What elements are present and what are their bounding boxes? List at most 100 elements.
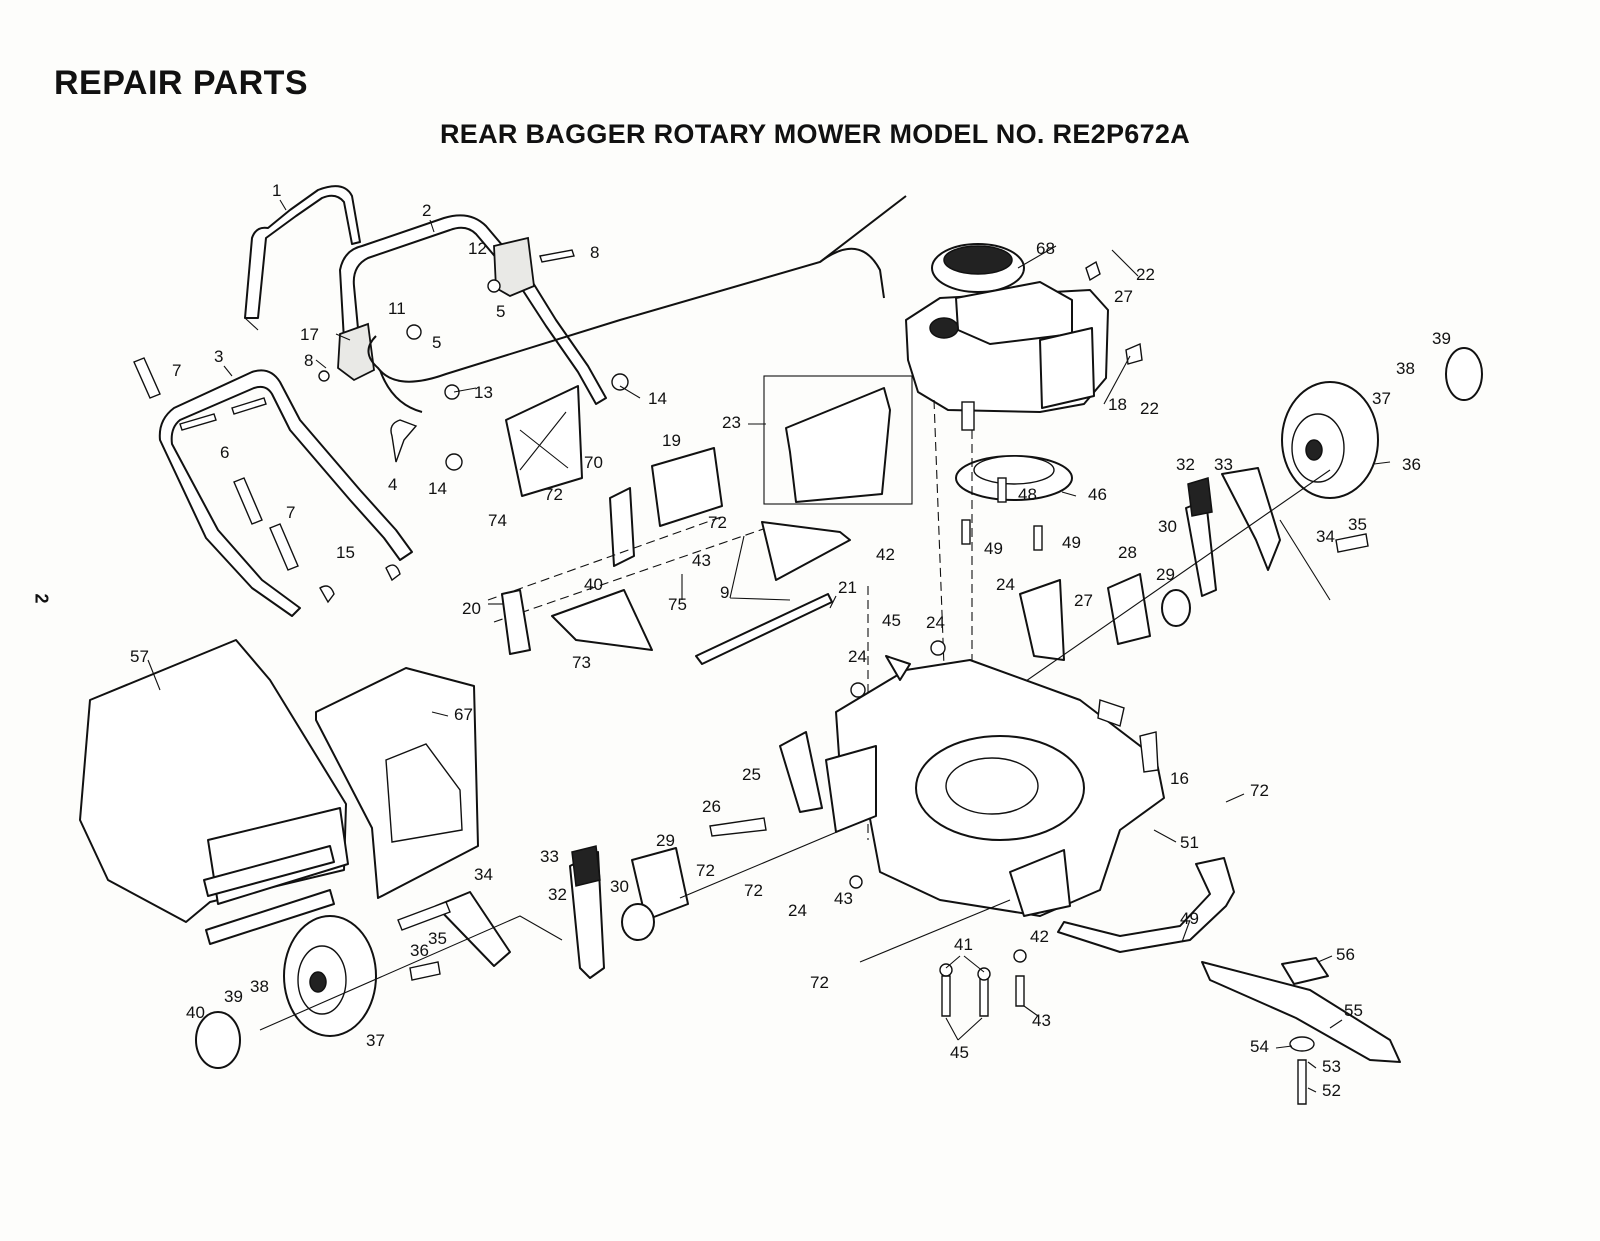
engine <box>905 243 1109 431</box>
callout-label: 24 <box>926 613 945 632</box>
blade <box>1201 957 1401 1105</box>
callout-label: 3 <box>214 347 223 366</box>
callout-label: 38 <box>1396 359 1415 378</box>
callout-label: 72 <box>544 485 563 504</box>
callout-label: 1 <box>272 181 281 200</box>
callout-label: 5 <box>432 333 441 352</box>
bracket-dashed-frame <box>487 515 773 623</box>
callout-label: 39 <box>224 987 243 1006</box>
callout-label: 45 <box>950 1043 969 1062</box>
callout-label: 24 <box>788 901 807 920</box>
callout-label: 36 <box>410 941 429 960</box>
callout-label: 2 <box>422 201 431 220</box>
callout-label: 41 <box>954 935 973 954</box>
callout-label: 70 <box>584 453 603 472</box>
callout-label: 48 <box>1018 485 1037 504</box>
callout-label: 14 <box>648 389 667 408</box>
rear-skirt <box>1057 857 1235 953</box>
baffle-ring <box>955 455 1073 551</box>
callout-label: 26 <box>702 797 721 816</box>
callout-label: 72 <box>810 973 829 992</box>
callout-label: 72 <box>744 881 763 900</box>
callout-label: 40 <box>186 1003 205 1022</box>
callout-label: 28 <box>1118 543 1137 562</box>
callout-label: 22 <box>1140 399 1159 418</box>
callout-label: 72 <box>708 513 727 532</box>
callout-label: 29 <box>656 831 675 850</box>
callout-label: 45 <box>882 611 901 630</box>
wheel-axle-lines-right <box>989 469 1331 707</box>
callout-label: 43 <box>834 889 853 908</box>
callout-label: 57 <box>130 647 149 666</box>
callout-label: 7 <box>172 361 181 380</box>
callout-label: 29 <box>1156 565 1175 584</box>
callout-leaders <box>147 199 1391 1093</box>
hinge-rod <box>695 593 833 665</box>
callout-label: 24 <box>996 575 1015 594</box>
callout-label: 42 <box>1030 927 1049 946</box>
callout-label: 6 <box>220 443 229 462</box>
callout-label: 11 <box>388 299 406 318</box>
callout-label: 33 <box>1214 455 1233 474</box>
grass-chute-door <box>505 385 583 497</box>
callout-label: 30 <box>1158 517 1177 536</box>
callout-label: 27 <box>1074 591 1093 610</box>
callout-label: 40 <box>584 575 603 594</box>
callout-label: 8 <box>304 351 313 370</box>
deflector-box <box>763 375 913 505</box>
diagram-title: REAR BAGGER ROTARY MOWER MODEL NO. RE2P6… <box>440 119 1190 149</box>
callout-label: 38 <box>250 977 269 996</box>
middle-handle <box>339 214 607 405</box>
callout-label: 12 <box>468 239 487 258</box>
callout-label: 18 <box>1108 395 1127 414</box>
callout-label: 53 <box>1322 1057 1341 1076</box>
height-adjuster-rear <box>501 589 653 655</box>
callout-label: 55 <box>1344 1001 1363 1020</box>
callout-label: 19 <box>662 431 681 450</box>
deflector-plate <box>761 521 851 581</box>
rear-wheel-right <box>1281 347 1483 499</box>
callout-label: 25 <box>742 765 761 784</box>
callout-label: 36 <box>1402 455 1421 474</box>
callout-label: 39 <box>1432 329 1451 348</box>
wheel-bracket-left <box>397 845 689 981</box>
callout-label: 15 <box>336 543 355 562</box>
callout-label: 72 <box>696 861 715 880</box>
callout-label: 49 <box>1062 533 1081 552</box>
callout-label: 37 <box>366 1031 385 1050</box>
callout-label: 9 <box>720 583 729 602</box>
callout-label: 49 <box>1180 909 1199 928</box>
callout-label: 23 <box>722 413 741 432</box>
callout-label: 49 <box>984 539 1003 558</box>
callout-label: 35 <box>428 929 447 948</box>
bag-frame <box>315 667 479 899</box>
callout-label: 24 <box>848 647 867 666</box>
callout-label: 16 <box>1170 769 1189 788</box>
handle-bracket <box>337 236 535 382</box>
callout-label: 13 <box>474 383 493 402</box>
callout-label: 34 <box>474 865 493 884</box>
callout-label: 68 <box>1036 239 1055 258</box>
upper-handle <box>244 185 361 331</box>
lower-handle <box>158 369 413 617</box>
callout-label: 54 <box>1250 1037 1269 1056</box>
callout-label: 72 <box>1250 781 1269 800</box>
callout-label: 42 <box>876 545 895 564</box>
callout-label: 4 <box>388 475 397 494</box>
control-cable <box>367 195 907 413</box>
page-title: REPAIR PARTS <box>54 64 309 102</box>
callout-label: 27 <box>1114 287 1133 306</box>
callout-label: 74 <box>488 511 507 530</box>
callout-label: 75 <box>668 595 687 614</box>
rear-door-bracket <box>609 447 723 567</box>
callout-label: 56 <box>1336 945 1355 964</box>
deck-screws <box>939 949 1027 1017</box>
callout-label: 51 <box>1180 833 1199 852</box>
deck-hardware <box>709 640 1159 889</box>
callout-label: 43 <box>692 551 711 570</box>
callout-labels: 1 2 3 4 5 5 6 7 7 8 8 9 11 12 13 14 14 1… <box>130 181 1451 1100</box>
height-adjuster-front <box>779 731 877 833</box>
callout-label: 32 <box>1176 455 1195 474</box>
